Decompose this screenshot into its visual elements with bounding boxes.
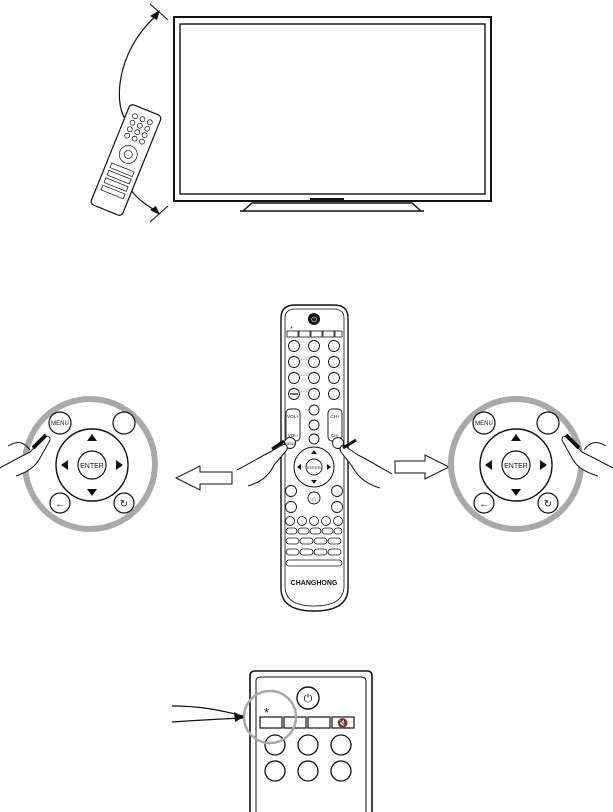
vol-plus-label: VOL+ — [287, 414, 299, 419]
right-enter-label: ENTER — [504, 463, 528, 470]
left-outline-arrow — [176, 466, 232, 490]
right-outline-arrow — [395, 455, 449, 479]
right-return-button[interactable]: ↻ — [538, 493, 558, 513]
right-corner-button[interactable] — [537, 412, 559, 434]
left-enter-label: ENTER — [80, 463, 104, 470]
right-menu-label: MENU — [475, 421, 493, 427]
right-back-button[interactable]: ← — [474, 493, 494, 513]
closeup-power-button[interactable]: ⏻ — [297, 687, 319, 709]
left-dpad-zoom: ENTER MENU ← ↻ — [0, 399, 155, 529]
main-remote: ⏻ * VOL+ VOL- CH+ CH- — [281, 305, 348, 611]
left-return-button[interactable]: ↻ — [114, 493, 134, 513]
closeup-pointer-arrows — [172, 706, 244, 722]
channel-rocker[interactable]: CH+ CH- — [328, 409, 342, 441]
closeup-power-icon: ⏻ — [304, 693, 313, 705]
tv-aiming-section — [90, 4, 491, 222]
right-dpad-zoom: ENTER MENU ← ↻ — [451, 399, 613, 529]
ch-plus-label: CH+ — [330, 414, 339, 419]
remote-home-icon: ⌂ — [312, 496, 316, 503]
svg-text:⏻: ⏻ — [311, 316, 317, 324]
left-corner-button[interactable] — [113, 412, 135, 434]
right-menu-button[interactable]: MENU — [473, 412, 495, 434]
left-hand-on-remote — [237, 441, 287, 486]
closeup-mute-icon: 🔇 — [337, 717, 348, 728]
remote-power-button[interactable]: ⏻ — [308, 313, 320, 325]
right-back-arrow-icon: ← — [479, 499, 489, 510]
left-back-button[interactable]: ← — [50, 493, 70, 513]
left-menu-button[interactable]: MENU — [49, 412, 71, 434]
remote-dpad[interactable]: ENTER — [294, 447, 334, 487]
left-return-icon: ↻ — [120, 499, 128, 510]
right-return-icon: ↻ — [544, 499, 552, 510]
left-menu-label: MENU — [51, 421, 69, 427]
remote-top-closeup: ⏻ * 🔇 — [172, 671, 372, 812]
tv-set — [174, 17, 491, 211]
volume-rocker[interactable]: VOL+ VOL- — [286, 409, 300, 441]
brand-logo: CHANGHONG — [291, 580, 338, 587]
tilted-remote — [90, 104, 162, 217]
dpad-enter-label: ENTER — [307, 465, 321, 470]
left-back-arrow-icon: ← — [55, 499, 65, 510]
star-label: * — [290, 326, 293, 333]
middle-keys[interactable] — [309, 405, 319, 444]
